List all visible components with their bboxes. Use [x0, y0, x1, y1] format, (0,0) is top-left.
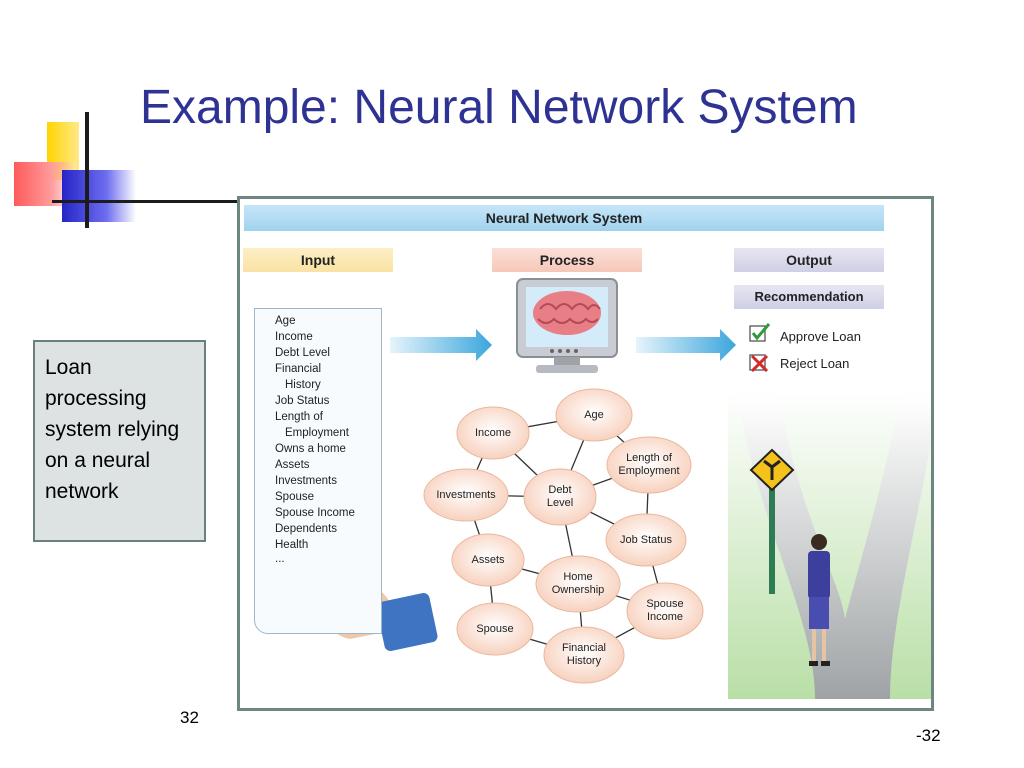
- node-label-income: Income: [474, 427, 512, 439]
- slide-title: Example: Neural Network System: [140, 81, 858, 134]
- node-spouse-income: [626, 582, 704, 640]
- input-item: Employment: [285, 427, 349, 439]
- brain-icon: [533, 291, 601, 335]
- node-job-status: [605, 513, 687, 567]
- input-header: Input: [243, 248, 393, 272]
- input-item: Spouse: [275, 491, 315, 503]
- neural-network-figure: Neural Network System Input Process Outp…: [237, 196, 934, 711]
- node-length-of-employment: [606, 436, 692, 494]
- node-label-investments: Investments: [436, 489, 496, 501]
- node-assets: [451, 533, 525, 587]
- node-label-spouse-income: Spouse Income: [646, 598, 684, 623]
- input-item: Spouse Income: [275, 507, 355, 519]
- node-home-ownership: [535, 555, 621, 613]
- input-list-paper: Age Income Debt Level Financial History …: [254, 308, 382, 634]
- node-label-spouse: Spouse: [476, 623, 514, 635]
- node-label-assets: Assets: [471, 554, 505, 566]
- input-item: Income: [275, 331, 313, 343]
- input-item: Investments: [275, 475, 337, 487]
- side-note-box: Loan processing system relying on a neur…: [33, 340, 206, 542]
- input-item: Age: [275, 315, 296, 327]
- network-nodes: [423, 388, 704, 684]
- approve-check-icon: [749, 323, 771, 342]
- input-item: History: [285, 379, 321, 391]
- input-item: Assets: [275, 459, 310, 471]
- node-income: [456, 406, 530, 460]
- input-item: Job Status: [275, 395, 330, 407]
- input-item: Financial: [275, 363, 322, 375]
- input-item: Debt Level: [275, 347, 330, 359]
- process-header: Process: [492, 248, 642, 272]
- input-item: Dependents: [275, 523, 338, 535]
- figure-title: Neural Network System: [244, 205, 884, 231]
- input-item: ...: [275, 553, 285, 565]
- logo-vertical-line: [85, 112, 89, 228]
- reject-x-icon: [749, 354, 769, 372]
- output-arrow: [636, 329, 736, 361]
- node-investments: [423, 468, 509, 522]
- input-item: Health: [275, 539, 309, 551]
- slide-number-left: 32: [180, 708, 199, 727]
- node-label-job-status: Job Status: [620, 534, 672, 546]
- road-scene: [728, 389, 931, 699]
- node-financial-history: [543, 626, 625, 684]
- approve-loan-label: Approve Loan: [780, 329, 861, 344]
- input-item: Length of: [275, 411, 323, 423]
- node-debt-level: [523, 468, 597, 526]
- side-note-text: Loan processing system relying on a neur…: [45, 356, 180, 503]
- logo-blue-block: [62, 170, 136, 222]
- node-label-financial-history: Financial History: [561, 642, 607, 667]
- output-header: Output: [734, 248, 884, 272]
- node-age: [555, 388, 633, 442]
- slide-number-right: -32: [916, 726, 941, 745]
- input-arrow: [390, 329, 492, 361]
- node-label-length-of-employment: Length of Employment: [618, 452, 680, 477]
- node-spouse: [456, 602, 534, 656]
- node-label-age: Age: [584, 409, 604, 421]
- node-label-debt-level: Debt Level: [546, 484, 574, 509]
- node-label-home-ownership: Home Ownership: [551, 571, 605, 596]
- recommendation-header: Recommendation: [734, 285, 884, 309]
- reject-loan-label: Reject Loan: [780, 356, 850, 371]
- input-item: Owns a home: [275, 443, 346, 455]
- logo-horizontal-line: [52, 200, 240, 203]
